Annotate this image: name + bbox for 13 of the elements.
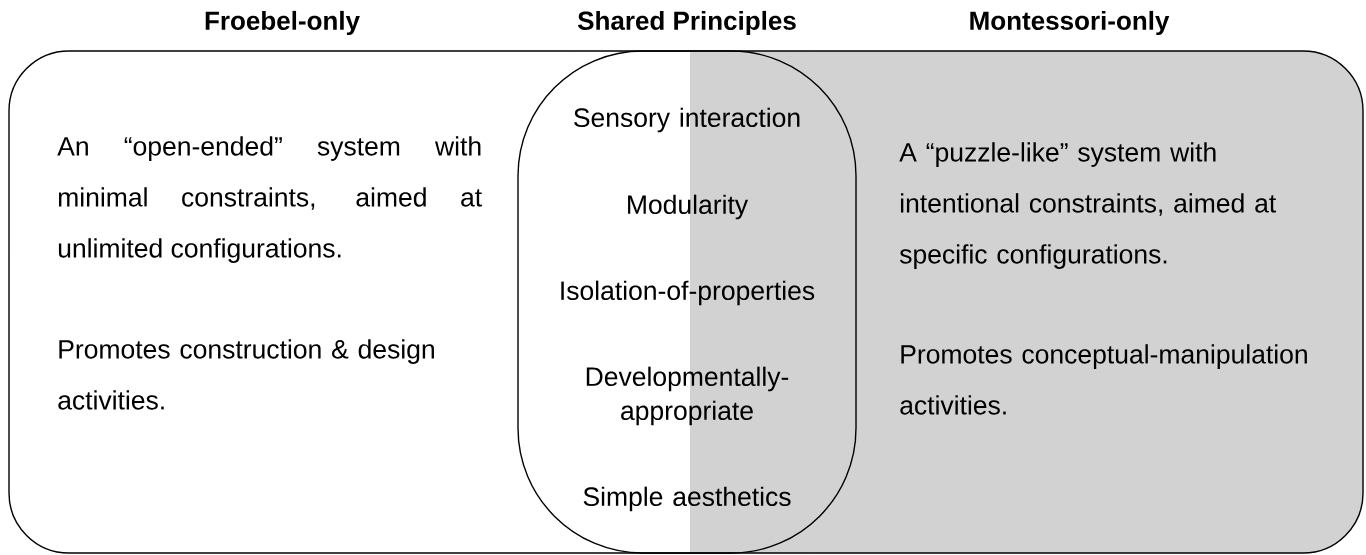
principle-text: Developmentally-appropriate: [586, 366, 789, 426]
heading: Montessori-only: [970, 10, 1170, 36]
description-text: A “puzzle-like” system with intentional constraints, aimed at specific configurations.: [899, 142, 1276, 269]
principle-text: Simple aesthetics: [583, 486, 791, 512]
heading: Shared Principles: [577, 10, 796, 36]
overlap-region: [517, 50, 857, 554]
heading: Froebel-only: [205, 10, 360, 36]
principle-text: Modularity: [628, 194, 749, 220]
description-text: Promotes construction & design activities.: [58, 339, 434, 410]
principle-text: Sensory interaction: [574, 107, 800, 133]
principle-text: Isolation-of-properties: [561, 280, 815, 306]
description-text: An “open-ended” system with minimal constraints, aimed at unlimited configurations.: [57, 136, 482, 263]
description-text: Promotes conceptual-manipulation activities.: [900, 344, 1307, 415]
